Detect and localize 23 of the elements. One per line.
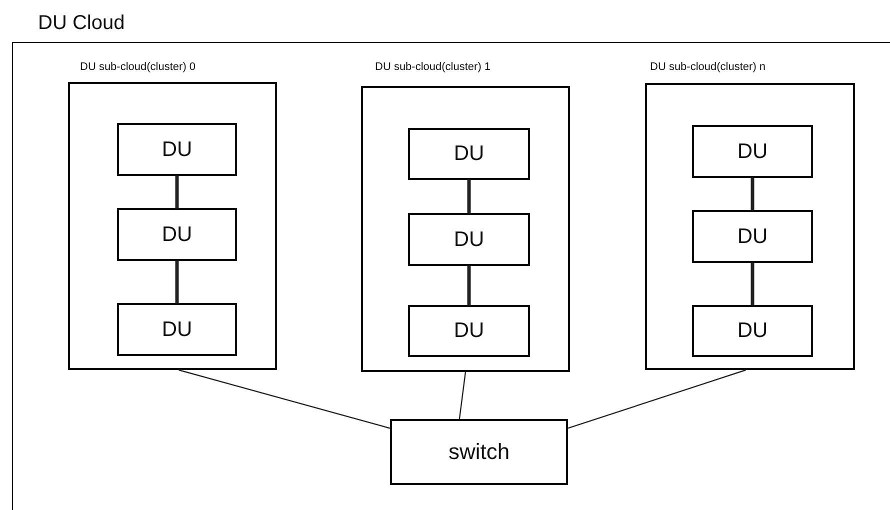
cloud-label: DU Cloud [38,12,125,35]
du-label: DU [454,228,484,252]
connector-line [178,369,390,429]
connector-line [750,263,754,305]
du-label: DU [454,319,484,343]
connector-line [175,261,179,303]
cluster-label: DU sub-cloud(cluster) 1 [375,61,491,73]
cluster-label: DU sub-cloud(cluster) n [650,61,766,73]
connector-line [175,176,179,208]
du-label: DU [454,142,484,166]
cluster-label: DU sub-cloud(cluster) 0 [80,61,196,73]
switch-label: switch [448,439,510,465]
du-label: DU [737,319,768,343]
connector-line [458,372,466,420]
connector-line [467,266,471,305]
du-label: DU [162,222,192,246]
connector-line [750,178,754,210]
du-label: DU [737,224,768,248]
du-label: DU [737,140,768,164]
connector-line [568,369,746,429]
du-label: DU [162,138,192,162]
du-label: DU [162,318,192,342]
connector-line [467,180,471,213]
